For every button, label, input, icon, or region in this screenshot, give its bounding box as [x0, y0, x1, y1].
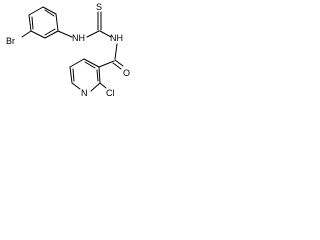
thiocarbonyl-nh-bond	[99, 30, 112, 38]
amine-left-label: NH	[72, 33, 85, 43]
sulfur-label: S	[96, 2, 102, 12]
chemical-structure: Br S NH NH O N Cl	[6, 2, 130, 98]
carbon-bromine-bond	[21, 30, 32, 38]
pyridine-nitrogen-label: N	[81, 88, 88, 98]
bromophenyl-ring	[28, 6, 59, 39]
carbon-chlorine-bond	[99, 82, 107, 89]
amine-right-label: NH	[110, 33, 123, 43]
pyridine-ring	[69, 58, 101, 92]
nh-carbonyl-bond	[114, 43, 118, 60]
ring-nh-bond	[57, 30, 73, 38]
carbonyl-pyridine-bond	[98, 60, 115, 68]
oxygen-label: O	[123, 68, 130, 78]
bromine-label: Br	[6, 36, 15, 46]
thiocarbonyl-double-bond	[97, 11, 102, 31]
chlorine-label: Cl	[106, 88, 115, 98]
nh-thiocarbonyl-bond	[86, 30, 100, 38]
carbonyl-double-bond	[112, 59, 124, 70]
